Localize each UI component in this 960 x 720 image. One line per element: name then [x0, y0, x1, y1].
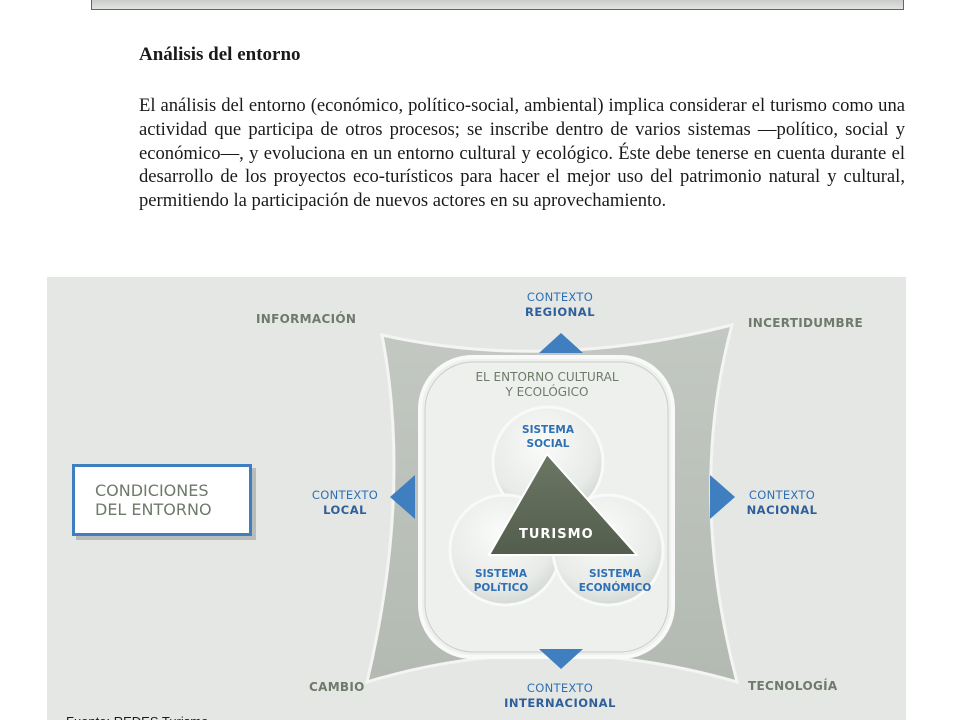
conditions-box: CONDICIONES DEL ENTORNO: [72, 464, 252, 536]
system-political-label: SISTEMA POLíTICO: [465, 567, 537, 595]
context-internacional-line1: CONTEXTO: [526, 681, 594, 695]
context-local-line2: LOCAL: [323, 503, 367, 517]
system-economic-line2: ECONÓMICO: [578, 582, 652, 594]
conditions-line2: DEL ENTORNO: [95, 500, 212, 519]
conditions-line1: CONDICIONES: [95, 481, 209, 500]
context-regional-line2: REGIONAL: [524, 305, 596, 319]
context-regional-label: CONTEXTO REGIONAL: [510, 290, 610, 320]
system-social-line2: SOCIAL: [526, 438, 570, 450]
context-local-label: CONTEXTO LOCAL: [295, 488, 395, 518]
section-paragraph: El análisis del entorno (económico, polí…: [139, 95, 905, 212]
context-local-line1: CONTEXTO: [311, 488, 379, 502]
corner-label-tecnologia: TECNOLOGÍA: [748, 679, 838, 693]
corner-label-cambio: CAMBIO: [309, 680, 365, 694]
arrow-left-icon: [390, 475, 415, 519]
section-title: Análisis del entorno: [139, 44, 301, 65]
system-political-line1: SISTEMA: [475, 568, 527, 580]
tourism-triangle: [487, 452, 640, 556]
system-social-line1: SISTEMA: [522, 424, 574, 436]
top-banner-edge: [91, 0, 904, 10]
system-economic-label: SISTEMA ECONÓMICO: [570, 567, 660, 595]
system-social-label: SISTEMA SOCIAL: [512, 423, 584, 451]
environment-diagram: INFORMACIÓN INCERTIDUMBRE CAMBIO TECNOLO…: [47, 277, 906, 720]
context-nacional-label: CONTEXTO NACIONAL: [732, 488, 832, 518]
arrow-up-icon: [539, 333, 583, 353]
context-internacional-line2: INTERNACIONAL: [504, 696, 616, 710]
tourism-label: TURISMO: [519, 527, 594, 542]
environment-line2: Y ECOLÓGICO: [505, 385, 589, 399]
context-nacional-line2: NACIONAL: [746, 503, 818, 517]
environment-label: EL ENTORNO CULTURAL Y ECOLÓGICO: [457, 370, 637, 400]
arrow-down-icon: [539, 649, 583, 669]
environment-line1: EL ENTORNO CULTURAL: [475, 370, 619, 384]
system-economic-line1: SISTEMA: [589, 568, 641, 580]
system-political-line2: POLíTICO: [473, 582, 529, 594]
diagram-graphics: [364, 322, 740, 685]
context-internacional-label: CONTEXTO INTERNACIONAL: [480, 681, 640, 711]
context-regional-line1: CONTEXTO: [526, 290, 594, 304]
corner-label-incertidumbre: INCERTIDUMBRE: [748, 316, 863, 330]
corner-label-informacion: INFORMACIÓN: [256, 312, 357, 326]
context-nacional-line1: CONTEXTO: [748, 488, 816, 502]
arrow-right-icon: [710, 475, 735, 519]
source-caption: Fuente: REDES Turismo: [66, 712, 208, 720]
